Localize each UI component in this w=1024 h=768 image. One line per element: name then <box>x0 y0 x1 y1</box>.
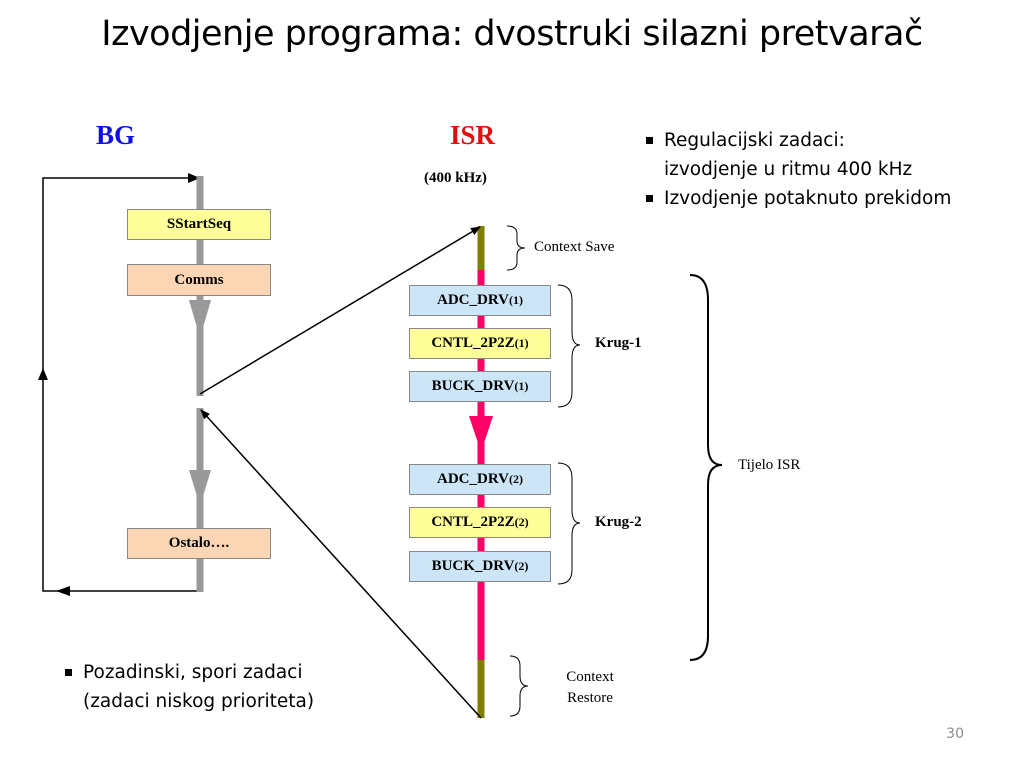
krug2-brace <box>557 462 581 585</box>
isr-body-label: Tijelo ISR <box>738 457 801 473</box>
cntl-2p2z-1-task: CNTL_2P2Z(1) <box>409 328 551 359</box>
slide-title: Izvodjenje programa: dvostruki silazni p… <box>101 14 923 54</box>
adc-drv-1-task: ADC_DRV(1) <box>409 285 551 316</box>
ostalo-task: Ostalo…. <box>127 528 271 559</box>
bg-heading: BG <box>96 120 136 150</box>
bg-bullet-list: Pozadinski, spori zadaci (zadaci niskog … <box>63 658 314 716</box>
krug2-label: Krug-2 <box>595 514 642 530</box>
buck-drv-2-task: BUCK_DRV(2) <box>409 551 551 582</box>
comms-task: Comms <box>127 264 271 296</box>
buck-drv-1-task: BUCK_DRV(1) <box>409 371 551 402</box>
context-save-label: Context Save <box>534 239 615 255</box>
context-restore-brace <box>509 655 529 717</box>
isr-body-brace <box>689 274 723 661</box>
krug1-brace <box>557 284 581 408</box>
isr-bullet-1: Regulacijski zadaci: izvodjenje u ritmu … <box>644 126 951 184</box>
context-save-brace <box>506 225 526 271</box>
interrupt-return-arrow <box>200 409 482 719</box>
bg-loop-arrow <box>38 173 200 596</box>
adc-drv-2-task: ADC_DRV(2) <box>409 464 551 495</box>
krug1-label: Krug-1 <box>595 335 642 351</box>
interrupt-entry-arrow <box>199 226 481 395</box>
context-restore-label: Context Restore <box>566 669 614 706</box>
isr-heading: ISR <box>450 120 496 150</box>
page-number: 30 <box>946 726 964 742</box>
cntl-2p2z-2-task: CNTL_2P2Z(2) <box>409 507 551 538</box>
sstartseq-task: SStartSeq <box>127 209 271 240</box>
isr-bullet-list: Regulacijski zadaci: izvodjenje u ritmu … <box>644 126 951 213</box>
bg-bullet-1: Pozadinski, spori zadaci (zadaci niskog … <box>63 658 314 716</box>
isr-bullet-2: Izvodjenje potaknuto prekidom <box>644 184 951 213</box>
isr-frequency: (400 kHz) <box>424 170 487 186</box>
